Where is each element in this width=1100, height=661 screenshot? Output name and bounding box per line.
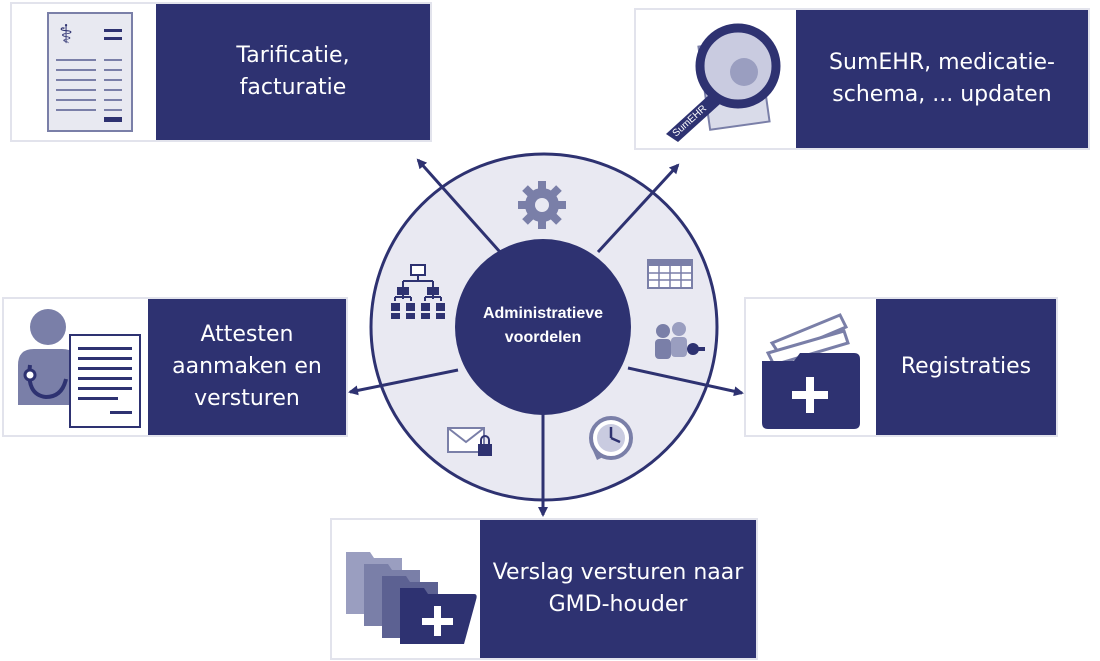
svg-text:⚕: ⚕ <box>59 20 73 50</box>
box-sumehr: SumEHR SumEHR, medicatie- schema, ... up… <box>634 8 1090 150</box>
org-chart-icon <box>391 264 445 319</box>
center-label-line: voordelen <box>505 329 581 346</box>
label-verslag: Verslag versturen naar GMD-houder <box>480 520 756 658</box>
gear-icon <box>518 181 566 229</box>
label-sumehr: SumEHR, medicatie- schema, ... updaten <box>796 10 1088 148</box>
box-registraties: Registraties <box>744 297 1058 437</box>
magnifier-document-icon: SumEHR <box>666 23 781 142</box>
prescription-document-icon: ⚕ <box>47 12 133 132</box>
center-circle <box>455 239 631 415</box>
table-icon <box>647 259 693 289</box>
clock-icon <box>589 416 633 460</box>
label-registraties: Registraties <box>876 299 1056 435</box>
arrow-to-registraties <box>627 366 744 397</box>
label-tarificatie: Tarificatie, facturatie <box>156 4 430 140</box>
arrow-to-tarificatie <box>416 158 502 253</box>
medical-folders-icon <box>346 552 477 644</box>
label-attesten: Attesten aanmaken en versturen <box>148 299 346 435</box>
arrow-to-attesten <box>348 368 459 396</box>
box-verslag: Verslag versturen naar GMD-houder <box>330 518 758 660</box>
box-attesten: Attesten aanmaken en versturen <box>2 297 348 437</box>
arrows <box>348 158 744 517</box>
sumehr-icon-text: SumEHR <box>671 103 709 139</box>
center-label: Administratieve voordelen <box>483 305 603 346</box>
medical-folder-icon <box>762 313 860 429</box>
arrow-to-sumehr <box>596 163 680 254</box>
box-tarificatie: ⚕ Tarificatie, facturatie <box>10 2 432 142</box>
secure-mail-icon <box>447 427 492 456</box>
center-label-line: Administratieve <box>483 305 603 322</box>
doctor-document-icon <box>18 309 141 428</box>
users-key-icon <box>655 322 705 359</box>
